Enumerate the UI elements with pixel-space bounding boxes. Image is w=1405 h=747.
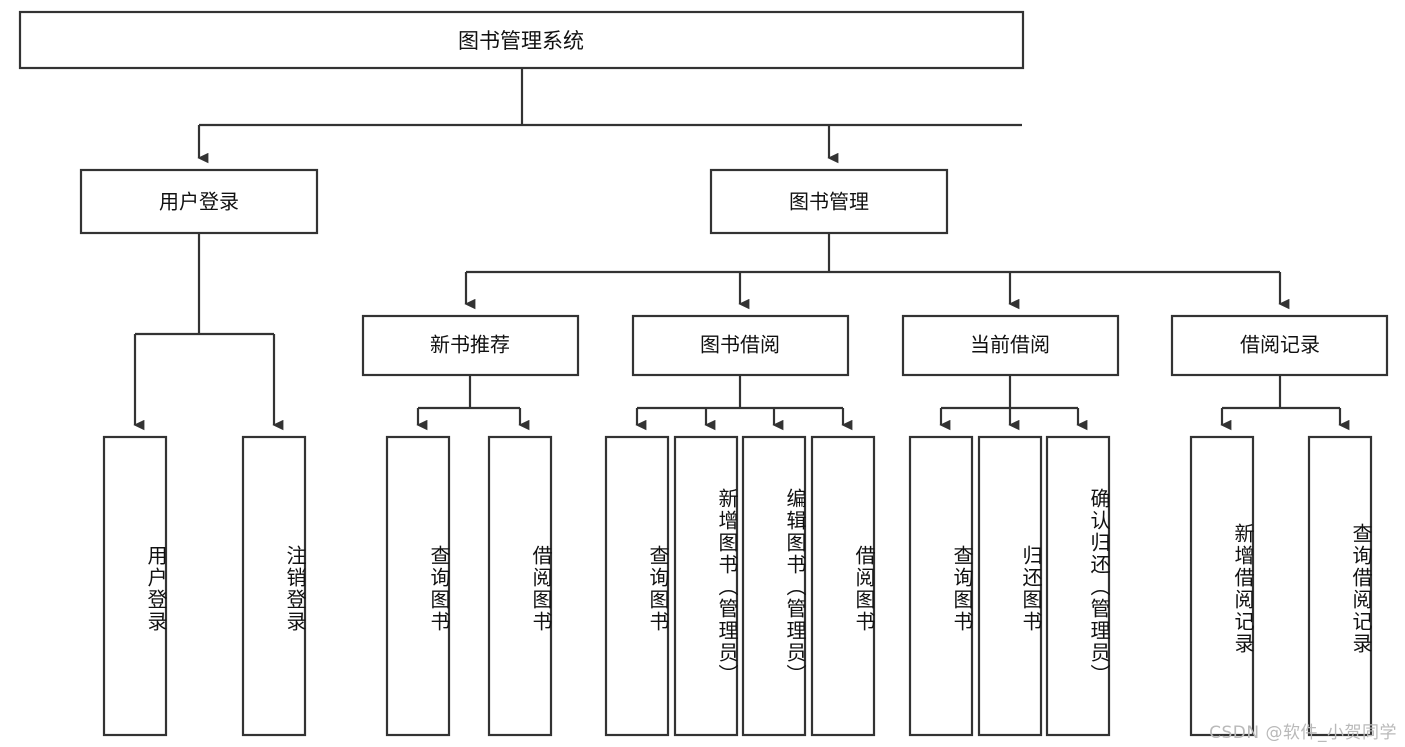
connector-root-to-level2 xyxy=(197,68,1022,164)
connector-bookmgmt-to-level3 xyxy=(464,233,1290,310)
leaf-box-br-add-record xyxy=(1189,435,1255,737)
leaf-box-nb-borrow-book xyxy=(487,435,553,737)
connector-record-to-leaves xyxy=(1220,375,1350,431)
node-book-borrow-label: 图书借阅 xyxy=(700,333,780,357)
node-borrow-record[interactable]: 借阅记录 xyxy=(1170,314,1389,377)
leaf-box-bb-add-book xyxy=(673,435,739,737)
connector-current-to-leaves xyxy=(939,375,1088,431)
leaf-box-cb-confirm-return xyxy=(1045,435,1111,737)
node-book-management[interactable]: 图书管理 xyxy=(709,168,949,235)
node-borrow-record-label: 借阅记录 xyxy=(1240,333,1320,357)
node-new-book-recommend-label: 新书推荐 xyxy=(430,333,510,357)
node-book-borrow[interactable]: 图书借阅 xyxy=(631,314,850,377)
node-book-management-label: 图书管理 xyxy=(789,190,869,214)
leaf-box-bb-borrow-book xyxy=(810,435,876,737)
node-root[interactable]: 图书管理系统 xyxy=(18,10,1025,70)
leaf-box-nb-query-book xyxy=(385,435,451,737)
leaf-box-cb-return-book xyxy=(977,435,1043,737)
watermark-text: CSDN @软件_小贺同学 xyxy=(1209,723,1397,743)
leaf-box-user-login xyxy=(102,435,168,737)
node-current-borrow[interactable]: 当前借阅 xyxy=(901,314,1120,377)
node-user-login[interactable]: 用户登录 xyxy=(79,168,319,235)
leaf-box-bb-edit-book xyxy=(741,435,807,737)
leaf-box-logout xyxy=(241,435,307,737)
leaf-boxes xyxy=(102,435,1373,737)
connector-userlogin-to-leaves xyxy=(133,233,284,431)
connector-newbook-to-leaves xyxy=(416,375,530,431)
node-root-label: 图书管理系统 xyxy=(458,29,584,53)
node-new-book-recommend[interactable]: 新书推荐 xyxy=(361,314,580,377)
connector-borrow-to-leaves xyxy=(635,375,853,431)
node-user-login-label: 用户登录 xyxy=(159,190,239,214)
node-current-borrow-label: 当前借阅 xyxy=(970,333,1050,357)
leaf-box-cb-query-book xyxy=(908,435,974,737)
leaf-box-br-query-record xyxy=(1307,435,1373,737)
leaf-box-bb-query-book xyxy=(604,435,670,737)
